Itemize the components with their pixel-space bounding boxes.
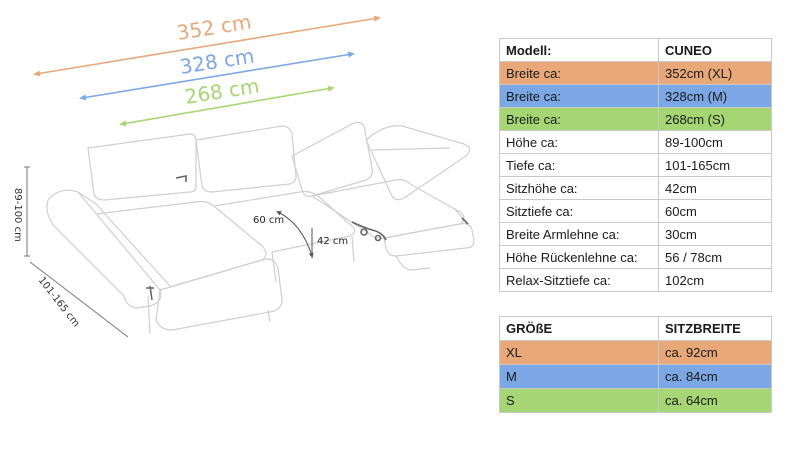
spec-label: Sitzhöhe ca: xyxy=(499,176,659,200)
size-label: S xyxy=(499,388,659,413)
spec-header-row: Modell: CUNEO xyxy=(499,38,772,62)
width-s-arrow xyxy=(119,85,335,127)
seat-depth-arrow xyxy=(276,211,314,258)
seat-depth-label: 60 cm xyxy=(253,215,284,226)
sofa-legs xyxy=(146,175,469,301)
spec-label: Breite ca: xyxy=(499,84,659,108)
spec-row: Breite ca:352cm (XL) xyxy=(499,61,772,85)
spec-row: Sitztiefe ca:60cm xyxy=(499,199,772,223)
size-value: ca. 84cm xyxy=(658,364,772,389)
spec-row: Höhe Rückenlehne ca:56 / 78cm xyxy=(499,245,772,269)
spec-value: 56 / 78cm xyxy=(658,245,772,269)
size-label: XL xyxy=(499,340,659,365)
spec-label: Breite ca: xyxy=(499,107,659,131)
spec-label: Höhe Rückenlehne ca: xyxy=(499,245,659,269)
spec-value: 89-100cm xyxy=(658,130,772,154)
size-value: ca. 64cm xyxy=(658,388,772,413)
spec-header-label: Modell: xyxy=(499,38,659,62)
spec-value: 268cm (S) xyxy=(658,107,772,131)
width-s-label: 268 cm xyxy=(183,73,261,108)
size-header-label: GRÖßE xyxy=(499,316,659,341)
spec-value: 60cm xyxy=(658,199,772,223)
size-header-row: GRÖßE SITZBREITE xyxy=(499,316,772,341)
depth-dimension-line xyxy=(29,261,129,338)
spec-label: Tiefe ca: xyxy=(499,153,659,177)
spec-value: 328cm (M) xyxy=(658,84,772,108)
size-header-value: SITZBREITE xyxy=(658,316,772,341)
spec-label: Höhe ca: xyxy=(499,130,659,154)
spec-row: Breite ca:328cm (M) xyxy=(499,84,772,108)
spec-value: 42cm xyxy=(658,176,772,200)
spec-label: Relax-Sitztiefe ca: xyxy=(499,268,659,292)
spec-value: 352cm (XL) xyxy=(658,61,772,85)
spec-row: Relax-Sitztiefe ca:102cm xyxy=(499,268,772,292)
spec-header-value: CUNEO xyxy=(658,38,772,62)
spec-label: Sitztiefe ca: xyxy=(499,199,659,223)
seat-height-label: 42 cm xyxy=(317,236,348,247)
spec-value: 30cm xyxy=(658,222,772,246)
spec-value: 101-165cm xyxy=(658,153,772,177)
spec-row: Höhe ca:89-100cm xyxy=(499,130,772,154)
spec-value: 102cm xyxy=(658,268,772,292)
specification-table: Modell: CUNEO Breite ca:352cm (XL)Breite… xyxy=(499,38,772,292)
size-value: ca. 92cm xyxy=(658,340,772,365)
spec-row: Tiefe ca:101-165cm xyxy=(499,153,772,177)
size-label: M xyxy=(499,364,659,389)
sofa-outline xyxy=(46,121,475,335)
spec-row: Breite ca:268cm (S) xyxy=(499,107,772,131)
spec-label: Breite ca: xyxy=(499,61,659,85)
spec-label: Breite Armlehne ca: xyxy=(499,222,659,246)
spec-row: Sitzhöhe ca:42cm xyxy=(499,176,772,200)
spec-row: Breite Armlehne ca:30cm xyxy=(499,222,772,246)
height-label: 89-100 cm xyxy=(12,188,23,242)
